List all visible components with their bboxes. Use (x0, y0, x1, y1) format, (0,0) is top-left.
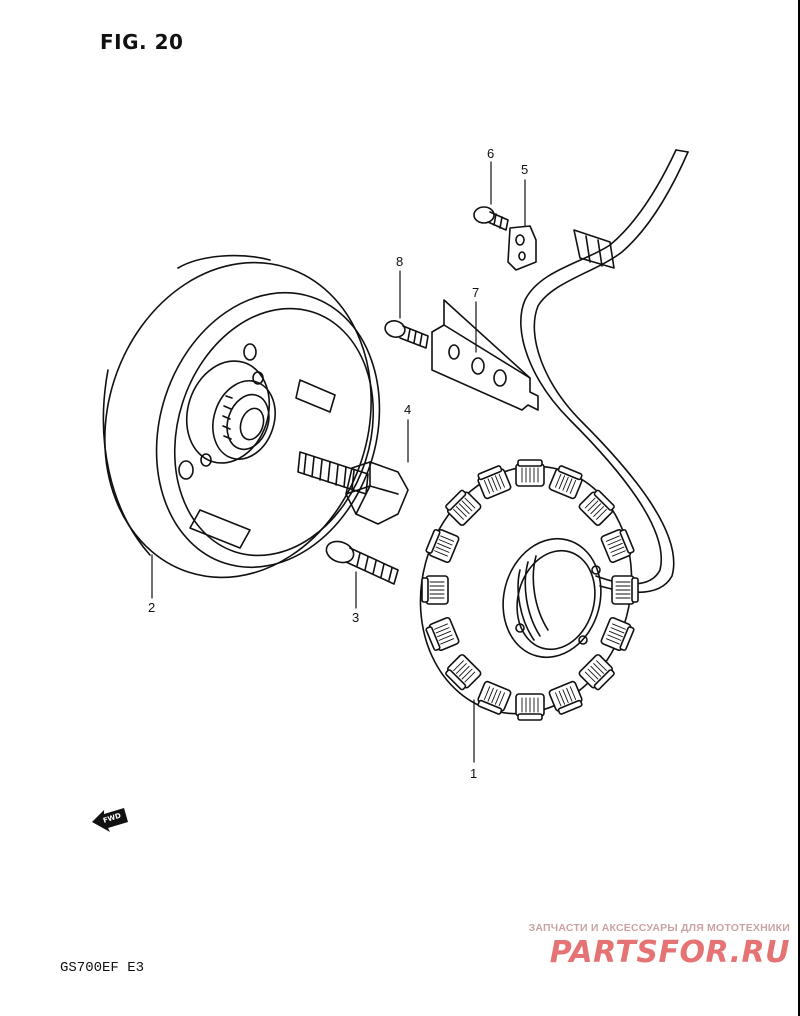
part-number-3: 3 (352, 610, 360, 625)
watermark: ЗАПЧАСТИ И АКСЕССУАРЫ ДЛЯ МОТОТЕХНИКИ PA… (529, 922, 790, 970)
watermark-tagline: ЗАПЧАСТИ И АКСЕССУАРЫ ДЛЯ МОТОТЕХНИКИ (528, 922, 790, 934)
wire-clamp (507, 225, 537, 271)
part-number-2: 2 (148, 600, 156, 615)
part-number-4: 4 (404, 402, 412, 417)
model-code: GS700EF E3 (60, 960, 145, 976)
figure-title: FIG. 20 (100, 30, 184, 54)
stator-coil (611, 575, 639, 605)
part-number-8: 8 (396, 254, 404, 269)
lead-wire-bracket (431, 299, 539, 411)
fwd-arrow-icon: FWD (92, 808, 128, 832)
stator-coil (425, 528, 460, 564)
stator-coil (548, 680, 583, 715)
stator-coil (578, 654, 615, 691)
scan-edge (798, 0, 800, 1016)
stator-coil (515, 459, 545, 487)
stator-screw (325, 540, 399, 585)
stator-coil (578, 489, 615, 526)
stator-coil (477, 465, 512, 500)
stator-coil (445, 489, 482, 526)
watermark-logo: PARTSFOR.RU (549, 935, 790, 970)
part-number-7: 7 (472, 285, 480, 300)
stator-coil (548, 465, 583, 500)
stator-coil (600, 616, 635, 652)
stator-coil (515, 693, 545, 721)
stator-poles (421, 459, 639, 721)
stator-coil (445, 654, 482, 691)
flywheel-bolt (297, 451, 409, 525)
part-number-6: 6 (487, 146, 495, 161)
stator-coil (425, 616, 460, 652)
stator-coil (477, 680, 512, 715)
stator-coil (600, 528, 635, 564)
stator-coil (421, 575, 449, 605)
part-number-1: 1 (470, 766, 478, 781)
leader-lines (151, 161, 526, 763)
bracket-screw (384, 320, 429, 349)
flywheel-rotor (102, 254, 381, 579)
part-number-5: 5 (521, 162, 529, 177)
clamp-screw (473, 206, 509, 231)
